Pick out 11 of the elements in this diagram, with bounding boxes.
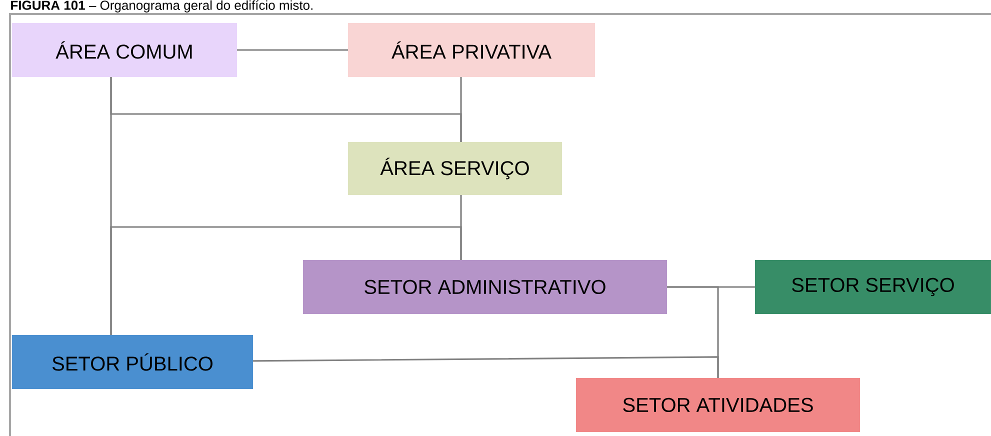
sector-box: ÁREA COMUM: [12, 23, 237, 77]
connector-line: [237, 49, 348, 51]
connector-line: [253, 356, 719, 378]
sector-box: SETOR ATIVIDADES: [576, 378, 860, 432]
sector-box: SETOR SERVIÇO: [755, 260, 991, 314]
sector-box: ÁREA PRIVATIVA: [348, 23, 595, 77]
sector-box: ÁREA SERVIÇO: [348, 142, 562, 195]
sector-box: SETOR ADMINISTRATIVO: [303, 260, 667, 314]
figure-title: FIGURA 101 – Organograma geral do edifício misto.: [11, 0, 312, 12]
sector-box: SETOR PÚBLICO: [12, 334, 253, 389]
connector-line: [110, 226, 462, 335]
